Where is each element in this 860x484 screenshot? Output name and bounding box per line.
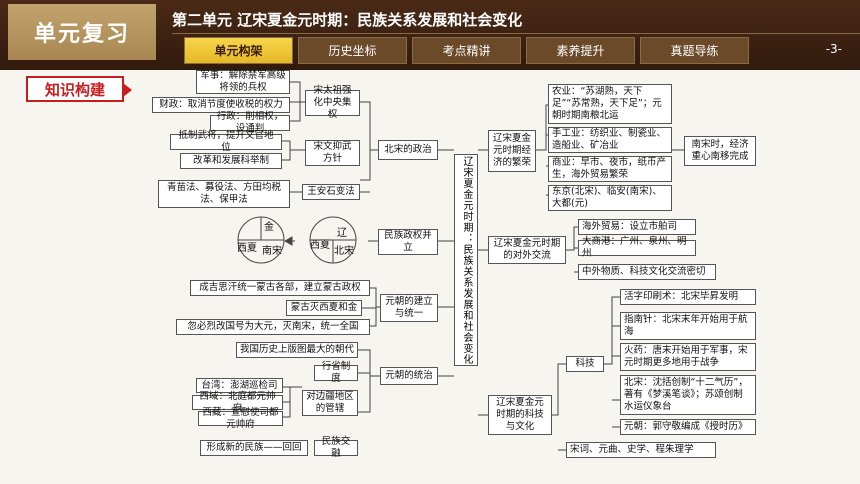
tab-exam-practice[interactable]: 真题导练 — [640, 37, 749, 64]
printing-item: 活字印刷术：北宋毕昇发明 — [620, 289, 756, 305]
compass-item: 指南针：北宋末年开始用于航海 — [620, 312, 756, 340]
tab-history-coordinates[interactable]: 历史坐标 — [298, 37, 407, 64]
knowledge-map: 知识构建 — [0, 70, 860, 484]
tab-unit-framework[interactable]: 单元构架 — [184, 37, 293, 64]
technology-box: 科技 — [566, 356, 604, 372]
science-culture-box: 辽宋夏金元时期的科技与文化 — [488, 395, 552, 435]
page-number: -3- — [825, 42, 842, 56]
northsong-politics-box: 北宋的政治 — [378, 140, 438, 160]
taiwan-item: 台湾：澎湖巡检司 — [196, 378, 283, 393]
xizang-item: 西藏：宣慰使司都元帅府 — [198, 407, 283, 430]
economy-box: 辽宋夏金元时期经济的繁荣 — [488, 130, 536, 172]
zutai-box: 宋太祖强化中央集权 — [305, 85, 360, 120]
wang-box: 王安石变法 — [302, 184, 360, 200]
circle-label-xixia-2: 西夏 — [310, 239, 330, 251]
largest-territory-item: 我国历史上版图最大的朝代 — [236, 342, 358, 358]
wang-reform-item: 青苗法、募役法、方田均税法、保甲法 — [158, 180, 290, 208]
section-label: 知识构建 — [26, 76, 132, 102]
border-box: 对边疆地区的管辖 — [302, 390, 358, 416]
fusion-box: 民族交融 — [314, 436, 358, 459]
commerce-item: 商业：早市、夜市，纸币产生，海外贸易繁荣 — [548, 156, 672, 182]
province-system-item: 行省制度 — [314, 361, 358, 384]
circle-label-beisong: 北宋 — [334, 244, 354, 257]
renzong-box: 宋文抑武方针 — [305, 140, 360, 166]
ports-item: 大商港：广州、泉州、明州 — [578, 236, 696, 259]
maritime-trade-item: 海外贸易：设立市舶司 — [578, 219, 696, 235]
cities-item: 东京(北宋)、临安(南宋)、大都(元) — [548, 185, 672, 211]
yuan-rule-box: 元朝的统治 — [380, 367, 438, 385]
center-theme-box: 辽宋夏金元时期：民族关系发展和社会变化 — [454, 154, 478, 366]
nav-divider — [172, 33, 860, 34]
culture-item: 宋词、元曲、史学、程朱理学 — [566, 442, 716, 458]
unit-title: 第二单元 辽宋夏金元时期：民族关系发展和社会变化 — [172, 10, 523, 29]
yuan-build-box: 元朝的建立与统一 — [380, 294, 438, 322]
foreign-exchange-box: 辽宋夏金元时期的对外交流 — [488, 236, 566, 264]
section-logo: 单元复习 — [8, 4, 156, 60]
mongol-conquest-item: 蒙古灭西夏和金 — [286, 300, 362, 316]
kublai-item: 忽必烈改国号为大元，灭南宋，统一全国 — [176, 319, 370, 335]
shenkuo-item: 北宋：沈括创制“十二气历”，著有《梦溪笔谈》；苏颂创制水运仪象台 — [620, 375, 756, 415]
header-bar: 单元复习 第二单元 辽宋夏金元时期：民族关系发展和社会变化 单元构架 历史坐标 … — [0, 0, 860, 70]
handicraft-item: 手工业：纺织业、制瓷业、造船业、矿冶业 — [548, 127, 672, 153]
agriculture-item: 农业：“苏湖熟，天下足”“苏常熟，天下足”；元朝时期南粮北运 — [548, 84, 672, 124]
admin-item: 行政：削相权，设通判 — [210, 111, 290, 134]
tab-key-points[interactable]: 考点精讲 — [412, 37, 521, 64]
exam-reform-item: 改革和发展科举制 — [180, 153, 282, 169]
circle-label-liao: 辽 — [337, 227, 347, 239]
genghis-item: 成吉思汗统一蒙古各部，建立蒙古政权 — [190, 280, 370, 296]
hui-item: 形成新的民族——回回 — [200, 440, 308, 456]
economic-shift-box: 南宋时，经济重心南移完成 — [684, 136, 756, 166]
exchange-item: 中外物质、科技文化交流密切 — [578, 264, 716, 280]
regimes-box: 民族政权并立 — [378, 229, 438, 255]
finance-item: 财政：取消节度使收税的权力 — [152, 97, 290, 113]
circle-label-xixia-1: 西夏 — [237, 242, 257, 254]
circle-label-nansong: 南宋 — [262, 244, 282, 257]
circle-label-jin: 金 — [264, 220, 274, 233]
xiyu-item: 西域：北庭都元帅府 — [192, 391, 283, 414]
military-item: 军事：解除禁军高级将领的兵权 — [196, 70, 290, 94]
civil-official-item: 抵制武将，提升文官地位 — [170, 130, 282, 153]
guo-shoujing-item: 元朝：郭守敬编成《授时历》 — [620, 419, 756, 435]
tab-literacy[interactable]: 素养提升 — [526, 37, 635, 64]
gunpowder-item: 火药：唐末开始用于军事，宋元时期更多地用于战争 — [620, 343, 756, 371]
